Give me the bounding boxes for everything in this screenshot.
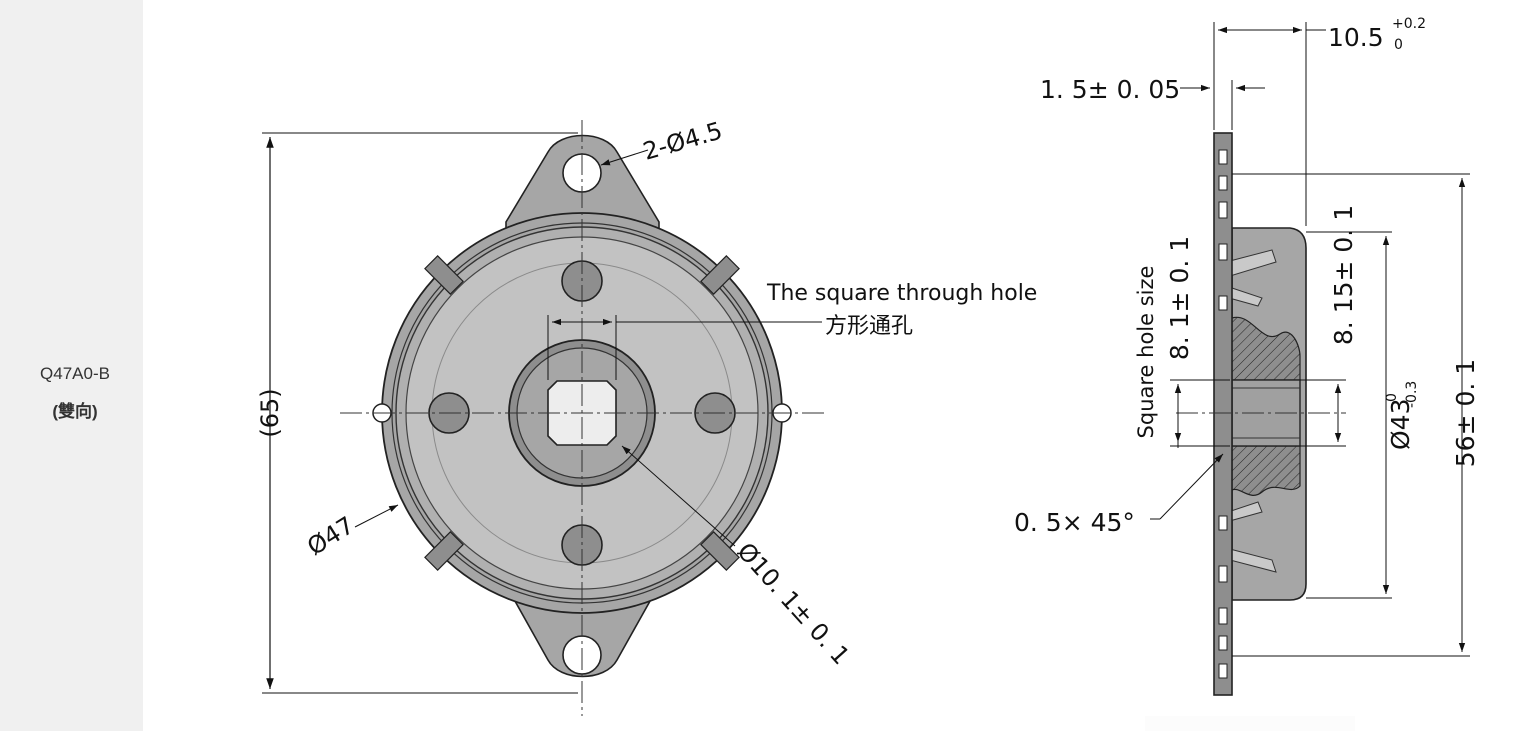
thickness-value: 10.5 [1328,23,1384,52]
section-hatch-top [1231,316,1301,381]
thickness-lower-tol: 0 [1394,37,1403,53]
rim-clips [424,255,740,571]
overall-dimension-label: 56± 0. 1 [1451,359,1480,467]
model-code: Q47A0-B [40,364,110,383]
thickness-upper-tol: +0.2 [1392,16,1426,32]
front-view: (65) 2-Ø4.5 Ø47 Ø10. 1± 0. 1 The square … [256,117,1037,716]
side-flange [1213,132,1233,696]
bottom-patch [1145,716,1355,731]
section-hatch-bottom [1231,445,1301,496]
chamfer-label: 0. 5× 45° [1014,508,1135,537]
direction-label: (雙向) [52,402,98,421]
square-hole-size-value: 8. 1± 0. 1 [1165,236,1194,360]
mounting-hole-callout: 2-Ø4.5 [640,117,726,166]
flange-thickness-label: 1. 5± 0. 05 [1040,75,1180,104]
hub-diameter-label: Ø10. 1± 0. 1 [732,537,856,670]
square-hole-note-cn: 方形通孔 [825,314,913,339]
centerlines [340,120,826,716]
overall-height-label: (65) [256,388,284,437]
body-diameter-label: Ø43 [1386,399,1415,451]
outer-diameter-label: Ø47 [302,511,359,561]
inner-dimension-label: 8. 15± 0. 1 [1329,205,1358,345]
square-hole-size-label: Square hole size [1134,266,1158,439]
body-diameter-lower-tol: -0.3 [1404,381,1420,408]
flange-slots [1218,149,1228,679]
side-view: 10.5 +0.2 0 1. 5± 0. 05 Square hole size… [1014,16,1480,696]
body-diameter-upper-tol: 0 [1384,393,1400,402]
left-sidebar [0,0,143,731]
square-hole-note-en: The square through hole [766,281,1037,306]
